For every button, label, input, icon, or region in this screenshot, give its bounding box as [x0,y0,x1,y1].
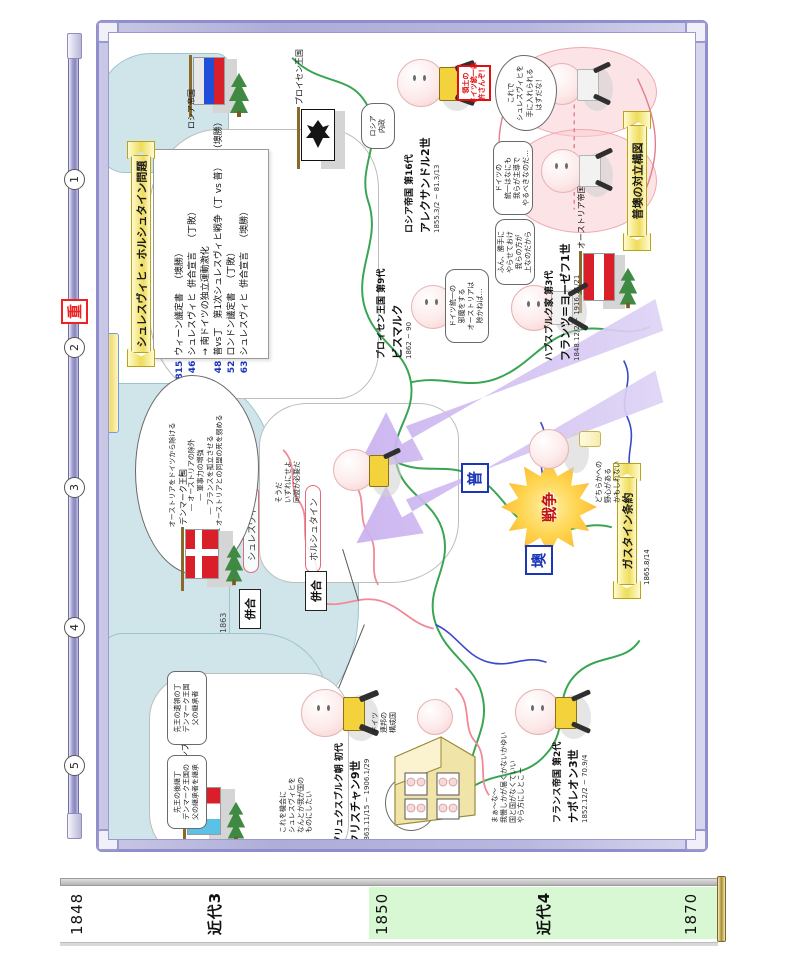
era-top-bar [60,878,718,886]
bubble-russia-domestic: ロシア 内政 [361,103,395,149]
flagpole-prussia [297,107,300,169]
figure-eye-left [425,299,428,305]
info-panel-schleswig-holstein: 1815 ウィーン議定書 （墺勝） 46 シュレスヴィヒ 併合宣言 （丁敗） →… [153,117,269,386]
scroll-icon-treaty [579,431,601,447]
era-segment-kindai4: 1850 近代4 1870 [369,887,718,939]
figure-eye-left [413,75,416,81]
info-panel-ribbon-title: シュレスヴィヒ・ホルシュタイン問題 [131,155,151,353]
figure-eye-left [527,301,530,307]
tree-icon-austria [617,267,639,313]
ruler-mark-4: 4 [64,617,85,638]
era-end-cap [717,876,726,942]
annex-box-1: 併合 [239,589,261,629]
bubble-succession-2: 先王の後継丁 デンマーク王国の 父の継承者を継承 [167,755,207,829]
figure-head [417,699,453,735]
figure-eye-right [435,299,438,305]
flagpole-austria [579,251,582,313]
banner-gastein-treaty: ガスタイン条約 [617,477,637,585]
vertical-ruler[interactable]: 1 2 3 4 5 重 [61,33,88,839]
figure-head [515,689,561,735]
figure-eye-right [541,705,544,711]
figure-eye-right [565,163,568,169]
era-track: 1848 近代3 1850 近代4 1870 [60,887,718,939]
figure-body [343,697,365,731]
tree-icon-luxembourg [225,801,247,839]
red-stamp-box: 領土の ドイツ統一は 許さんぞ！ [457,62,491,104]
figure-body [551,291,573,325]
bubble-austria-superior: ふん、勝手に やらせておけ 我らの方が 上なのだから [495,219,535,285]
era-year-1870: 1870 [681,892,700,935]
figure-eye-left [531,705,534,711]
ruler-red-marker: 重 [61,299,88,324]
flag-austria [583,253,615,301]
flag-denmark [185,529,219,579]
map-canvas: 戦争 普 墺 シュレスヴィヒ ホルシュタイン 併合 併合 18 [108,32,696,840]
side-handle-bar[interactable] [109,333,119,433]
flagpole-russia [189,55,192,117]
ruler-mark-1: 1 [64,169,85,190]
figure-eye-right [327,705,330,711]
ruler-cap-bottom [67,813,82,839]
era-year-1848: 1848 [68,892,86,935]
figure-eye-right [537,301,540,307]
ruler-mark-5: 5 [64,755,85,776]
figure-body [369,455,389,487]
bubble-austria-objection: ドイツの 統一はなにも 我らが主導で やるべきなのだ… [493,141,533,215]
annex-box-2: 併合 [305,571,327,611]
figure-head [529,429,569,469]
flag-russia [193,57,225,105]
era-bottom-bar [60,942,718,946]
slide-frame: 戦争 普 墺 シュレスヴィヒ ホルシュタイン 併合 併合 18 [96,20,708,852]
figure-christian9 [299,683,383,751]
ruler-cap-top [67,33,82,59]
figure-body [577,69,599,101]
figure-eye-left [555,163,558,169]
figure-franz-joseph [509,279,593,343]
era-label-kindai4: 近代4 [535,891,554,935]
figure-body [579,155,601,187]
ruler-mark-2: 2 [64,337,85,358]
banner-prussia-austria-conflict: 普墺の対立構図 [627,125,647,237]
figure-body [555,697,577,729]
figure-austria-emperor [539,143,617,205]
figure-napoleon3 [513,683,597,749]
building-german-confederation-diet [389,733,479,833]
era-year-1850: 1850 [373,892,392,935]
tree-icon-russia [227,73,251,121]
era-segment-kindai3: 1848 近代3 [60,887,369,939]
figure-eye-right [423,75,426,81]
battle-label-austria: 墺 [525,545,553,575]
leader-lines [338,549,365,689]
figure-assembly-delegate [331,445,407,507]
flagpole-denmark [181,527,184,591]
battle-label-prussia: 普 [461,463,489,493]
flag-prussia [301,109,335,161]
ruler-mark-3: 3 [64,477,85,498]
bubble-prussia-thought: これで シュレスヴィヒを 手に入れられる はずだな！ [495,55,557,131]
era-timeline: 1848 近代3 1850 近代4 1870 [60,876,726,946]
bubble-succession-1: 先王の遺領の丁 デンマーク王国 父の継承者 [167,671,207,745]
era-label-kindai3: 近代3 [206,891,225,935]
figure-head [511,285,557,331]
figure-small-attendant [415,695,459,741]
bubble-bismarck-plan: ドイツ統一の 邪魔をする オーストリアは 除かねば… [445,269,489,343]
tree-icon-denmark [223,543,245,591]
figure-eye-left [317,705,320,711]
